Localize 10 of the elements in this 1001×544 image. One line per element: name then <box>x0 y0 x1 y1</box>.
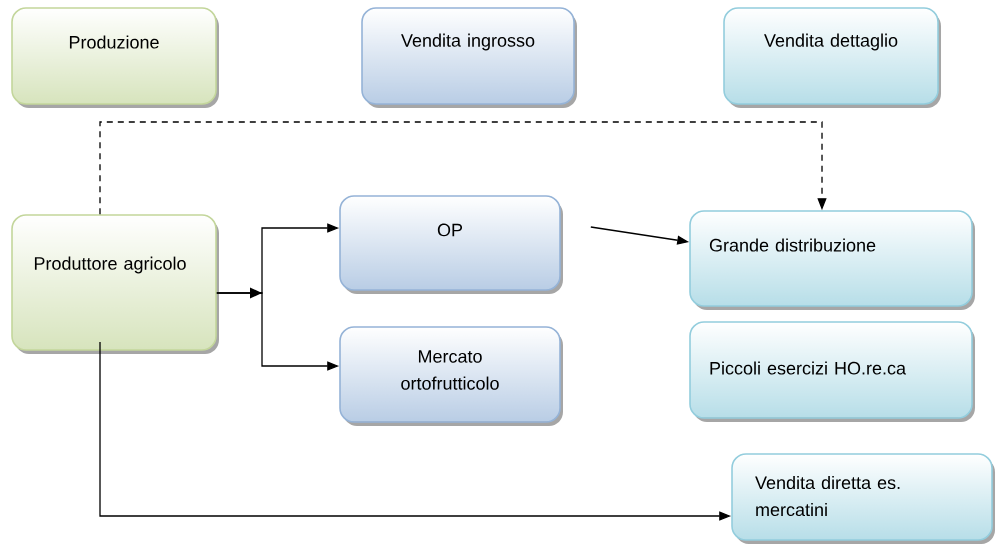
process-box: Piccoli esercizi HO.re.ca <box>689 321 975 422</box>
process-box: Vendita dettaglio <box>723 7 941 108</box>
process-box: Vendita diretta es. mercatini <box>731 453 995 544</box>
process-box: Produttore agricolo <box>11 214 219 354</box>
arrow <box>99 121 827 215</box>
process-box: OP <box>339 195 563 294</box>
process-box: Mercato ortofrutticolo <box>339 326 563 426</box>
process-box: Produzione <box>11 7 219 108</box>
process-box: Vendita ingrosso <box>361 7 577 108</box>
process-box: Grande distribuzione <box>689 210 975 310</box>
